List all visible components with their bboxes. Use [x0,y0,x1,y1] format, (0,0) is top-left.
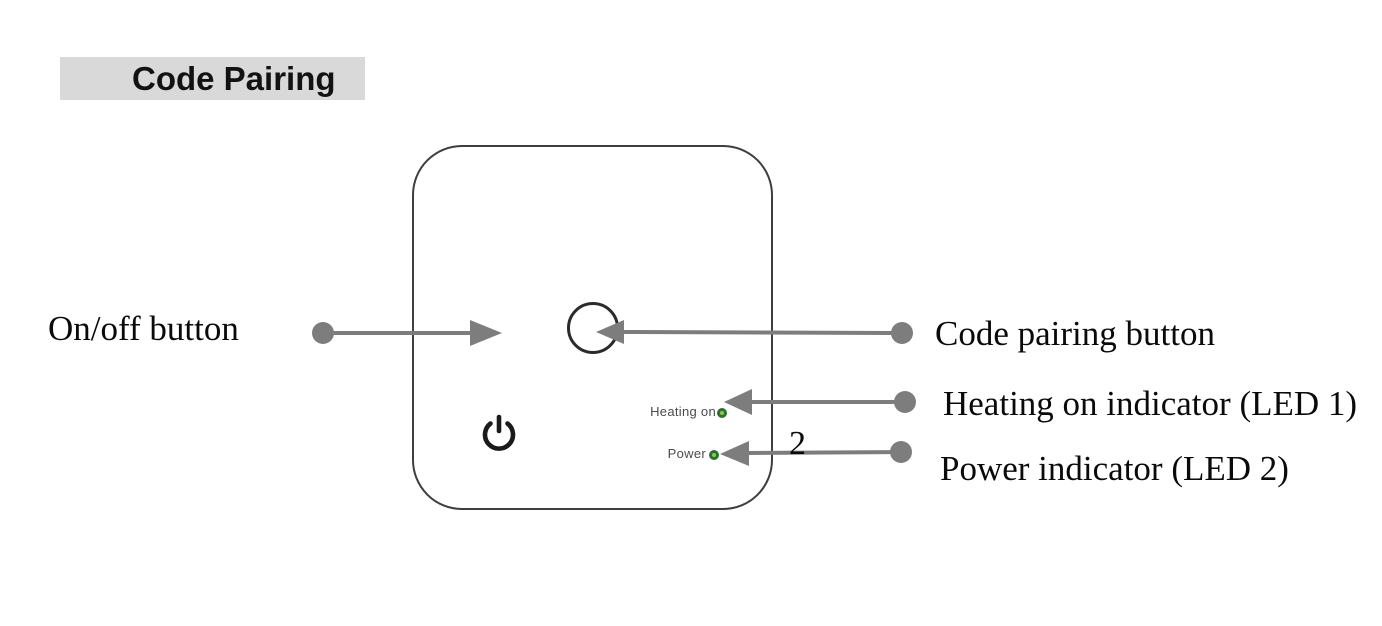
arrow-dot [312,322,334,344]
power-icon [476,410,522,456]
section-title: Code Pairing [132,60,336,97]
power-silk-label: Power [667,446,706,461]
arrow-dot [894,391,916,413]
arrow-dot [890,441,912,463]
code-pairing-button-label: Code pairing button [935,314,1215,353]
power-led [709,450,719,460]
heating-on-silk-label: Heating on [650,404,716,419]
section-title-bar: Code Pairing [60,57,365,100]
on-off-button-label: On/off button [48,309,239,348]
code-pairing-button [567,302,619,354]
arrow-dot [891,322,913,344]
heating-led-label: Heating on indicator (LED 1) [943,384,1358,423]
power-led-label: Power indicator (LED 2) [940,449,1289,488]
heating-on-led [717,408,727,418]
step-number: 2 [789,425,806,462]
